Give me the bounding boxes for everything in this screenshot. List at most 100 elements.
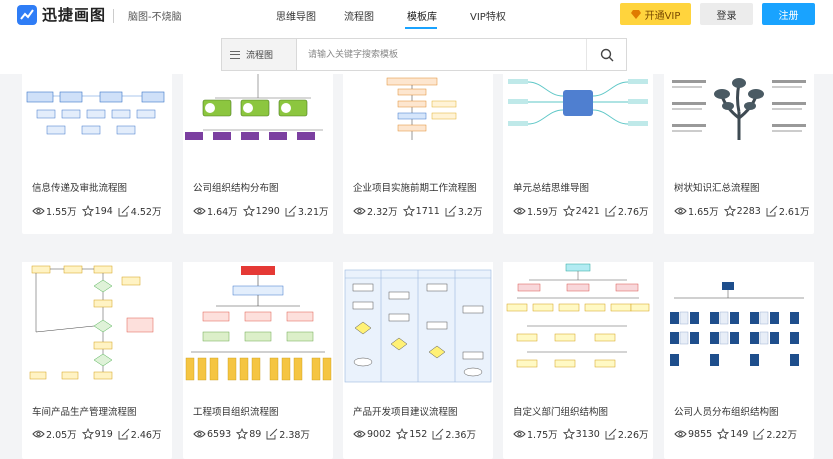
template-stats: 1.55万 194 4.52万 [32,204,166,218]
edit-icon [605,205,617,217]
like-count-value: 1711 [415,205,440,217]
view-count: 2.05万 [32,427,77,441]
like-count: 2283 [723,204,761,218]
template-title[interactable]: 车间产品生产管理流程图 [32,407,137,418]
template-title[interactable]: 公司组织结构分布图 [193,183,279,194]
edit-icon [285,205,297,217]
edit-icon [118,205,130,217]
template-stats: 1.64万 1290 3.21万 [193,204,334,218]
eye-icon [674,430,687,438]
eye-icon [32,207,45,215]
view-count-value: 2.05万 [46,430,77,441]
edit-count-value: 2.38万 [279,430,310,441]
template-stats: 1.65万 2283 2.61万 [674,204,815,218]
template-thumbnail [343,262,493,384]
nav-templates[interactable]: 模板库 [407,12,437,23]
template-title[interactable]: 产品开发项目建议流程图 [353,407,458,418]
template-card[interactable]: 公司人员分布组织结构图 9855 149 2.22万 [664,262,814,459]
view-count: 1.65万 [674,204,719,218]
view-count: 1.55万 [32,204,77,218]
like-count-value: 3130 [575,428,600,440]
like-count-value: 89 [249,428,262,440]
edit-count-value: 3.21万 [297,207,329,218]
template-card[interactable]: 企业项目实施前期工作流程图 2.32万 1711 3.2万 [343,74,493,234]
view-count-value: 1.75万 [527,430,558,441]
view-count: 1.59万 [513,204,558,218]
star-icon [81,205,94,217]
template-thumbnail [664,74,814,140]
like-count: 149 [717,427,748,441]
template-stats: 9855 149 2.22万 [674,427,802,441]
edit-count-value: 3.2万 [457,207,483,218]
template-card[interactable]: 工程项目组织流程图 6593 89 2.38万 [183,262,333,459]
template-card[interactable]: 单元总结思维导图 1.59万 2421 2.76万 [503,74,653,234]
view-count: 2.32万 [353,204,398,218]
template-title[interactable]: 单元总结思维导图 [513,183,590,194]
nav-vip[interactable]: VIP特权 [470,12,506,23]
like-count: 152 [396,427,427,441]
template-title[interactable]: 自定义部门组织结构图 [513,407,609,418]
eye-icon [193,430,206,438]
edit-icon [753,428,765,440]
register-button[interactable]: 注册 [762,3,815,25]
view-count-value: 1.55万 [46,207,77,218]
template-title[interactable]: 工程项目组织流程图 [193,407,279,418]
eye-icon [193,207,206,215]
vip-button[interactable]: 开通VIP [620,3,691,25]
nav-mindmap[interactable]: 思维导图 [276,12,316,23]
like-count-value: 1290 [255,205,280,217]
eye-icon [353,207,366,215]
vip-button-label: 开通VIP [644,10,681,22]
edit-count: 2.76万 [605,204,649,218]
view-count: 9002 [353,427,391,441]
template-card[interactable]: 自定义部门组织结构图 1.75万 3130 2.26万 [503,262,653,459]
view-count-value: 9002 [367,428,392,440]
logo[interactable]: 迅捷画图 [17,4,106,25]
template-title[interactable]: 企业项目实施前期工作流程图 [353,183,477,194]
star-icon [717,428,730,440]
eye-icon [513,207,526,215]
template-thumbnail [183,262,333,384]
template-card[interactable]: 信息传递及审批流程图 1.55万 194 4.52万 [22,74,172,234]
edit-count-value: 2.26万 [617,430,649,441]
template-card[interactable]: 公司组织结构分布图 1.64万 1290 3.21万 [183,74,333,234]
like-count-value: 152 [409,428,428,440]
template-card[interactable]: 树状知识汇总流程图 1.65万 2283 2.61万 [664,74,814,234]
edit-icon [118,428,130,440]
template-stats: 1.59万 2421 2.76万 [513,204,654,218]
logo-icon [17,4,37,25]
search-category-select[interactable]: 流程图 [222,39,297,70]
view-count-value: 9855 [688,428,713,440]
template-thumbnail [343,74,493,140]
nav-flowchart[interactable]: 流程图 [344,12,374,23]
like-count: 1711 [402,204,440,218]
edit-count: 3.21万 [285,204,329,218]
eye-icon [32,430,45,438]
template-thumbnail [503,74,653,140]
like-count: 919 [81,427,113,441]
eye-icon [513,430,526,438]
like-count: 1290 [242,204,280,218]
template-title[interactable]: 公司人员分布组织结构图 [674,407,779,418]
template-title[interactable]: 信息传递及审批流程图 [32,183,128,194]
template-title[interactable]: 树状知识汇总流程图 [674,183,760,194]
edit-count-value: 4.52万 [130,207,162,218]
search-input[interactable] [300,39,586,70]
template-card[interactable]: 产品开发项目建议流程图 9002 152 2.36万 [343,262,493,459]
eye-icon [353,430,366,438]
template-card[interactable]: 车间产品生产管理流程图 2.05万 919 2.46万 [22,262,172,459]
search-button[interactable] [586,39,626,70]
login-button[interactable]: 登录 [700,3,753,25]
template-thumbnail [22,74,172,140]
edit-icon [605,428,617,440]
search-category-label: 流程图 [246,51,274,61]
view-count-value: 2.32万 [367,207,398,218]
view-count: 6593 [193,427,231,441]
view-count: 1.75万 [513,427,558,441]
view-count: 1.64万 [193,204,238,218]
edit-count-value: 2.76万 [617,207,649,218]
edit-icon [445,205,457,217]
like-count: 194 [81,204,113,218]
like-count: 2421 [562,204,600,218]
view-count-value: 1.64万 [207,207,238,218]
